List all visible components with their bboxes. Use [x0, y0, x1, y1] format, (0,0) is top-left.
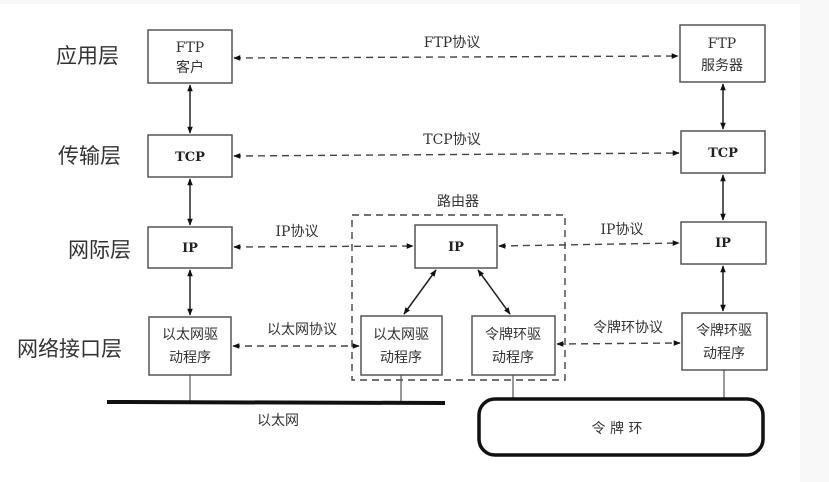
router-ip-label: IP: [448, 240, 464, 255]
token-ring-label: 令 牌 环: [592, 420, 643, 437]
tcp-protocol-label: TCP协议: [423, 132, 480, 148]
layer-label-network-interface: 网络接口层: [17, 337, 122, 361]
left-ip-label: IP: [182, 241, 198, 256]
right-ftp-server-line2: 服务器: [701, 58, 743, 74]
token-ring-protocol-label: 令牌环协议: [593, 319, 663, 336]
router-ethernet-driver-line1: 以太网驱: [373, 327, 429, 343]
token-ring-protocol-arrow: [556, 340, 681, 347]
router-token-ring-driver-line1: 令牌环驱: [485, 326, 541, 343]
top-strip: [0, 0, 800, 4]
router-token-ring-driver-box: 令牌环驱 动程序: [471, 315, 556, 376]
ftp-protocol-label: FTP协议: [424, 35, 480, 51]
left-ftp-client-line2: 客户: [176, 59, 204, 76]
left-ftp-client-box: FTP 客户: [147, 29, 233, 84]
router-boundary: [351, 214, 566, 381]
left-ftp-client-line1: FTP: [176, 40, 204, 56]
router-ethernet-driver-box: 以太网驱 动程序: [360, 315, 443, 376]
ftp-protocol-arrow: [233, 53, 679, 61]
right-token-ring-driver-box: 令牌环驱 动程序: [681, 312, 768, 371]
right-ip-label: IP: [715, 236, 731, 251]
left-ethernet-driver-box: 以太网驱 动程序: [148, 316, 232, 376]
arrow-router-ip-ethernet: [403, 269, 437, 315]
right-ftp-server-line1: FTP: [708, 36, 736, 52]
ip-protocol-right-arrow: [498, 240, 680, 249]
layer-label-transport: 传输层: [58, 144, 121, 168]
ip-protocol-left-arrow: [233, 243, 414, 250]
token-ring: [477, 397, 765, 457]
right-ftp-server-box: FTP 服务器: [679, 24, 766, 83]
ip-protocol-left-label: IP协议: [276, 224, 319, 240]
ethernet-protocol-label: 以太网协议: [267, 322, 337, 338]
right-driver-line2: 动程序: [703, 346, 745, 362]
router-label: 路由器: [437, 194, 479, 210]
router-token-ring-driver-line2: 动程序: [492, 350, 534, 366]
left-driver-line1: 以太网驱: [162, 327, 218, 343]
router-ethernet-driver-line2: 动程序: [380, 350, 422, 366]
right-tcp-label: TCP: [708, 146, 738, 161]
side-panel: [800, 0, 829, 482]
left-tcp-box: TCP: [147, 134, 233, 178]
ethernet-bus: [106, 400, 446, 405]
router-ip-box: IP: [414, 224, 498, 269]
right-tcp-box: TCP: [680, 130, 766, 174]
left-ip-box: IP: [147, 226, 233, 269]
layer-label-internet: 网际层: [68, 238, 131, 262]
left-driver-line2: 动程序: [169, 350, 211, 366]
arrow-router-ip-token-ring: [477, 269, 511, 315]
right-ip-box: IP: [680, 221, 767, 265]
ethernet-label: 以太网: [257, 413, 299, 429]
ip-protocol-right-label: IP协议: [601, 222, 644, 238]
layer-label-application: 应用层: [56, 44, 119, 68]
tcp-protocol-arrow: [233, 150, 680, 159]
right-driver-line1: 令牌环驱: [696, 322, 752, 339]
left-tcp-label: TCP: [175, 150, 205, 165]
